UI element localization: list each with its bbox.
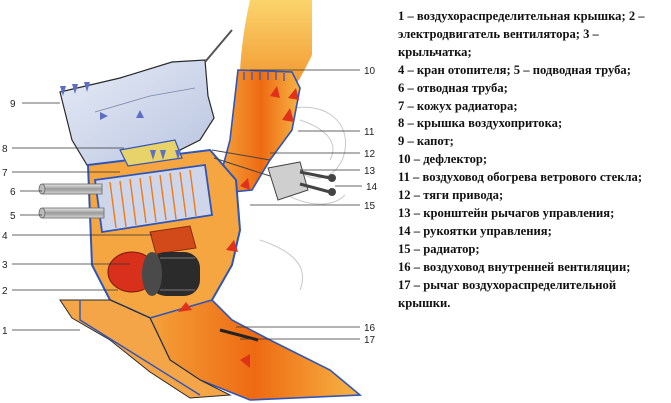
legend-item-10: 10 – дефлектор; [398,152,488,167]
legend-item-8: 8 – крышка воздухопритока; [398,116,563,131]
heater-diagram: 1 2 3 4 5 6 7 8 9 10 11 12 13 14 15 16 1… [2,0,378,401]
cold-air-arrows [60,82,181,160]
legend-item-9: 9 – капот; [398,134,454,149]
hot-air-arrows [178,86,299,368]
legend-item-7: 7 – кожух радиатора; [398,98,518,113]
callout-2: 2 [2,286,8,297]
callout-1: 1 [2,326,8,337]
callout-10: 10 [364,66,376,77]
legend-item-1: 1 – воздухораспределительная крышка; 2 –… [398,9,645,59]
callout-12: 12 [364,149,376,160]
callout-11: 11 [364,127,375,138]
callout-labels: 1 2 3 4 5 6 7 8 9 10 11 12 13 14 15 16 1… [2,66,378,346]
parts-legend: 1 – воздухораспределительная крышка; 2 –… [398,8,666,312]
callout-9: 9 [10,99,16,110]
windshield-duct [221,69,301,193]
cover-lever [219,328,259,342]
callout-4: 4 [2,231,8,242]
callout-14: 14 [366,182,378,193]
inlet-pipe-end [38,207,46,219]
legend-item-4: 4 – кран отопителя; 5 – подводная труба; [398,62,631,77]
callout-leaders [12,69,362,340]
callout-15: 15 [364,201,376,212]
callout-6: 6 [10,187,16,198]
air-distribution-cover [59,299,232,399]
callout-3: 3 [2,260,8,271]
legend-item-17: 17 – рычаг воздухораспределительной крыш… [398,277,617,310]
legend-item-13: 13 – кронштейн рычагов управления; [398,205,615,220]
hood-strut [204,29,233,63]
outlet-pipe-end [38,183,46,195]
fan-motor [142,252,200,296]
callout-16: 16 [364,323,376,334]
legend-item-16: 16 – воздуховод внутренней вентиляции; [398,259,631,274]
hood-inner-edge [94,87,196,113]
deflector-grille [243,72,285,81]
drive-rods [211,149,271,177]
outlet-pipe [41,183,103,195]
callout-17: 17 [364,335,376,346]
inlet-pipe [41,207,105,219]
legend-item-15: 15 – радиатор; [398,241,480,256]
heater-tap [149,225,197,255]
control-bracket [267,161,336,201]
callout-13: 13 [364,166,376,177]
legend-item-14: 14 – рукоятки управления; [398,223,552,238]
legend-item-12: 12 – тяги привода; [398,188,504,203]
callout-8: 8 [2,144,8,155]
callout-5: 5 [10,211,16,222]
callout-7: 7 [2,168,8,179]
legend-item-6: 6 – отводная труба; [398,80,508,95]
housing-outline [79,300,201,396]
legend-item-11: 11 – воздуховод обогрева ветрового стекл… [398,170,643,185]
